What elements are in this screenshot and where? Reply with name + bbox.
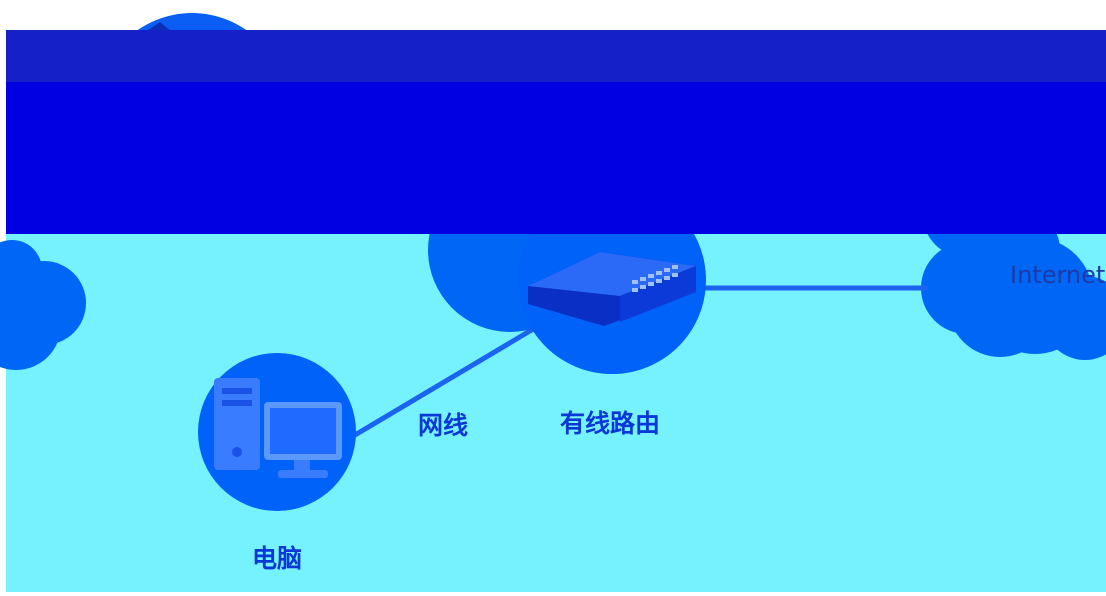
computer-label: 电脑 (252, 544, 303, 573)
bottom-margin (0, 592, 1106, 596)
middle-color-band (6, 82, 1106, 234)
cable-label: 网线 (418, 411, 469, 440)
desktop-computer-icon (214, 378, 342, 478)
router-label: 有线路由 (560, 409, 661, 438)
computer-node[interactable] (198, 353, 356, 511)
network-switch-icon (528, 252, 696, 326)
left-cloud-icon (0, 240, 86, 370)
internet-label: Internet (1010, 261, 1106, 289)
top-color-band (6, 30, 1106, 82)
cable-computer-router (352, 319, 548, 438)
